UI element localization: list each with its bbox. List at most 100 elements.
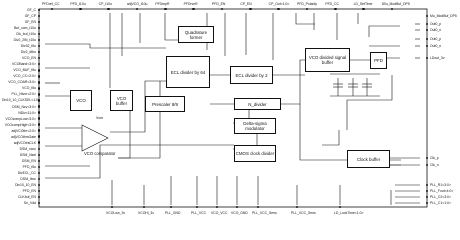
left-pin-label: DivECL_CC xyxy=(17,170,36,175)
left-pin-label: Div32_t5u xyxy=(20,44,36,49)
left-pin-terminal xyxy=(37,105,41,108)
left-pin-label: Div10_10_EN xyxy=(15,182,36,187)
left-pin-terminal xyxy=(37,111,41,114)
left-pin-label: DSM_EN xyxy=(21,158,36,163)
left-pin-terminal xyxy=(37,63,41,66)
right-pin-terminal xyxy=(425,183,429,187)
bottom-pin-terminal xyxy=(256,205,260,209)
bottom-pin-label: VCOHi_3v xyxy=(138,211,155,215)
left-pin-terminal xyxy=(37,177,41,181)
top-pin-label: PFDrepR xyxy=(155,2,170,6)
left-pin-label: DSM_Ncv<3:0> xyxy=(12,104,36,109)
left-pin-terminal xyxy=(37,99,41,102)
right-pin-label: Out0_p xyxy=(430,22,442,26)
left-pin-terminal xyxy=(37,183,41,187)
right-pin-label: Clk_n xyxy=(430,163,439,167)
left-pin-terminal xyxy=(37,81,41,84)
top-pin-terminal xyxy=(362,7,365,11)
diagram-canvas: Quadrature former ECL divider by 64 ECL … xyxy=(2,2,457,215)
left-pin-label: Clk_buf_t10u xyxy=(16,32,36,37)
right-pin-label: Out0_p xyxy=(430,37,442,41)
chip-outline xyxy=(38,8,428,208)
top-pin-terminal xyxy=(50,7,54,11)
bottom-pin-terminal xyxy=(142,205,146,209)
top-pin-terminal xyxy=(277,7,280,11)
cmos-clock-divider-block: CMOS clock divider xyxy=(234,145,276,162)
left-pin-terminal xyxy=(37,93,41,96)
left-pin-terminal xyxy=(37,201,41,205)
top-pin-terminal xyxy=(79,7,82,11)
clock-buffer-block: Clock buffer xyxy=(347,150,390,168)
left-pin-label: DSM_Nsel xyxy=(19,152,36,157)
top-pin-label: PFDrvnR xyxy=(183,2,198,6)
left-pin-label: CLKbuf_EN xyxy=(18,194,36,199)
right-pin-terminal xyxy=(425,195,429,199)
top-pin-label: LD_SetTime xyxy=(353,2,373,6)
bottom-pin-label: PLL_VCC_Sens xyxy=(252,211,277,215)
left-pin-label: Sn_Vdd xyxy=(23,201,36,205)
left-pin-label: NDiv<11:0> xyxy=(18,110,36,115)
top-pin-label: adjVCO_t10u xyxy=(127,2,148,6)
left-pin-terminal xyxy=(37,195,41,199)
bottom-pin-label: VCOLow_3v xyxy=(106,211,126,215)
left-pin-terminal xyxy=(37,129,41,132)
vcm-label: Vcm xyxy=(96,116,104,120)
right-pin-terminal xyxy=(425,189,429,193)
top-pin-label: CP_EN xyxy=(240,2,252,6)
left-pin-terminal xyxy=(37,159,41,162)
bottom-pin-terminal xyxy=(195,205,199,209)
top-pin-label: PFD_t10u xyxy=(70,2,86,6)
left-pin-label: DSM_Ibcc xyxy=(20,176,36,181)
top-pin-terminal xyxy=(305,7,309,11)
left-pin-label: VCO_BUF_t5u xyxy=(13,68,36,73)
left-pin-terminal xyxy=(37,57,41,60)
ecl-divider-2-block: ECL divider by 2 xyxy=(230,66,273,84)
right-pin-label: LDout_3v xyxy=(430,56,445,60)
left-pin-label: GF_C xyxy=(26,8,36,12)
top-pin-terminal xyxy=(390,7,394,11)
vco-buffer-block: VCO buffer xyxy=(110,90,133,111)
left-pin-label: VCO_CC<2:0> xyxy=(13,74,36,79)
comparator-symbol xyxy=(81,124,109,152)
left-pin-label: PFD_t5u xyxy=(22,164,36,169)
left-pin-label: Buf_com_t10u xyxy=(14,26,36,31)
left-pin-label: adjVCOtrsCLK xyxy=(13,140,36,145)
left-pin-terminal xyxy=(37,171,41,175)
left-pin-label: PFD_EN xyxy=(22,188,36,193)
left-pin-terminal xyxy=(37,69,41,72)
left-pin-terminal xyxy=(37,20,41,24)
left-pin-label: Div10_10_CLKSEL<1:0> xyxy=(2,98,40,103)
bottom-pin-label: VCO_GND xyxy=(231,211,248,215)
left-pin-label: VCO_COAR<3:0> xyxy=(8,80,36,85)
right-pin-label: Clk_p xyxy=(430,156,439,160)
bottom-pin-label: PLL_GND xyxy=(165,211,181,215)
left-pin-terminal xyxy=(37,147,41,150)
top-pin-terminal xyxy=(334,7,337,11)
right-pin-label: PLL_Fout<4:0> xyxy=(430,189,454,193)
delta-sigma-modulator-block: Delta-sigma modulator xyxy=(234,118,276,134)
left-pin-label: DSM_vcoc xyxy=(19,146,36,151)
right-pin-label: Out0_n xyxy=(430,28,442,32)
left-pin-terminal xyxy=(37,38,41,42)
left-pin-label: VCOcompLow<3:0> xyxy=(5,116,36,121)
top-pin-label: PFD_EN xyxy=(212,2,226,6)
vco-divided-buffer-block: VCO divided signal buffer xyxy=(305,48,350,72)
right-pin-terminal xyxy=(425,201,429,205)
left-pin-label: VCO_t5u xyxy=(22,86,36,91)
top-pin-terminal xyxy=(164,7,167,11)
bottom-pin-terminal xyxy=(235,205,239,209)
right-pin-terminal xyxy=(425,37,429,41)
right-pin-terminal xyxy=(425,56,429,60)
bottom-pin-label: VCO_VCC xyxy=(211,211,228,215)
right-pin-label: PLL_R1<3:0> xyxy=(430,183,451,187)
bottom-pin-label: PLL_VCC_Sens xyxy=(291,211,316,215)
left-pin-terminal xyxy=(37,165,41,168)
left-pin-terminal xyxy=(37,51,41,54)
left-pin-terminal xyxy=(37,87,41,90)
top-pin-label: 80u_ModBuf_DP5 xyxy=(382,2,410,6)
left-pin-terminal xyxy=(37,189,41,193)
top-pin-label: CP_Out<1:0> xyxy=(268,2,290,6)
left-pin-terminal xyxy=(37,26,41,30)
right-pin-terminal xyxy=(425,156,429,160)
top-pin-terminal xyxy=(249,7,252,11)
